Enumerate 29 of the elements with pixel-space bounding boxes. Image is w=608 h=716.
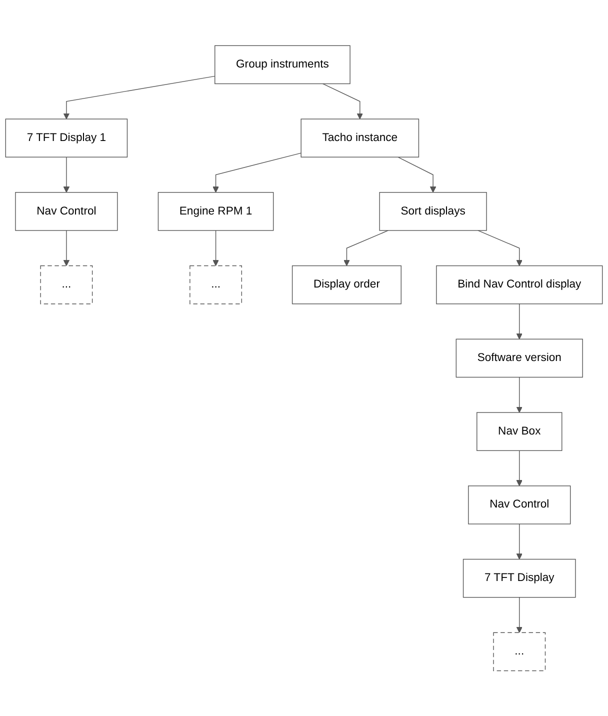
arrow: [344, 230, 389, 266]
node-box: Nav Box: [476, 412, 562, 451]
node-box: 7 TFT Display 1: [5, 118, 128, 158]
arrow: [516, 376, 522, 413]
arrow: [212, 152, 302, 192]
node-box: Software version: [456, 338, 583, 378]
node-box: Group instruments: [214, 45, 350, 84]
arrow: [63, 156, 70, 192]
arrow: [63, 76, 216, 120]
node-box: ...: [190, 265, 242, 304]
arrow: [516, 596, 522, 633]
node-box: Sort displays: [379, 192, 487, 231]
node-box: Bind Nav Control display: [436, 265, 603, 304]
arrow: [478, 230, 522, 266]
arrow: [398, 156, 436, 192]
node-box: Nav Control: [468, 485, 571, 524]
arrow: [516, 303, 522, 340]
arrow: [516, 523, 522, 560]
node-box: 7 TFT Display: [462, 558, 576, 598]
arrow: [63, 230, 70, 266]
node-box: Tacho instance: [300, 118, 420, 158]
arrow: [322, 83, 363, 120]
node-box: ...: [493, 632, 546, 671]
node-box: Engine RPM 1: [158, 192, 274, 231]
arrow: [516, 450, 522, 486]
node-box: Nav Control: [15, 192, 118, 231]
node-box: ...: [40, 265, 93, 304]
arrow: [212, 230, 219, 266]
node-box: Display order: [292, 265, 402, 304]
